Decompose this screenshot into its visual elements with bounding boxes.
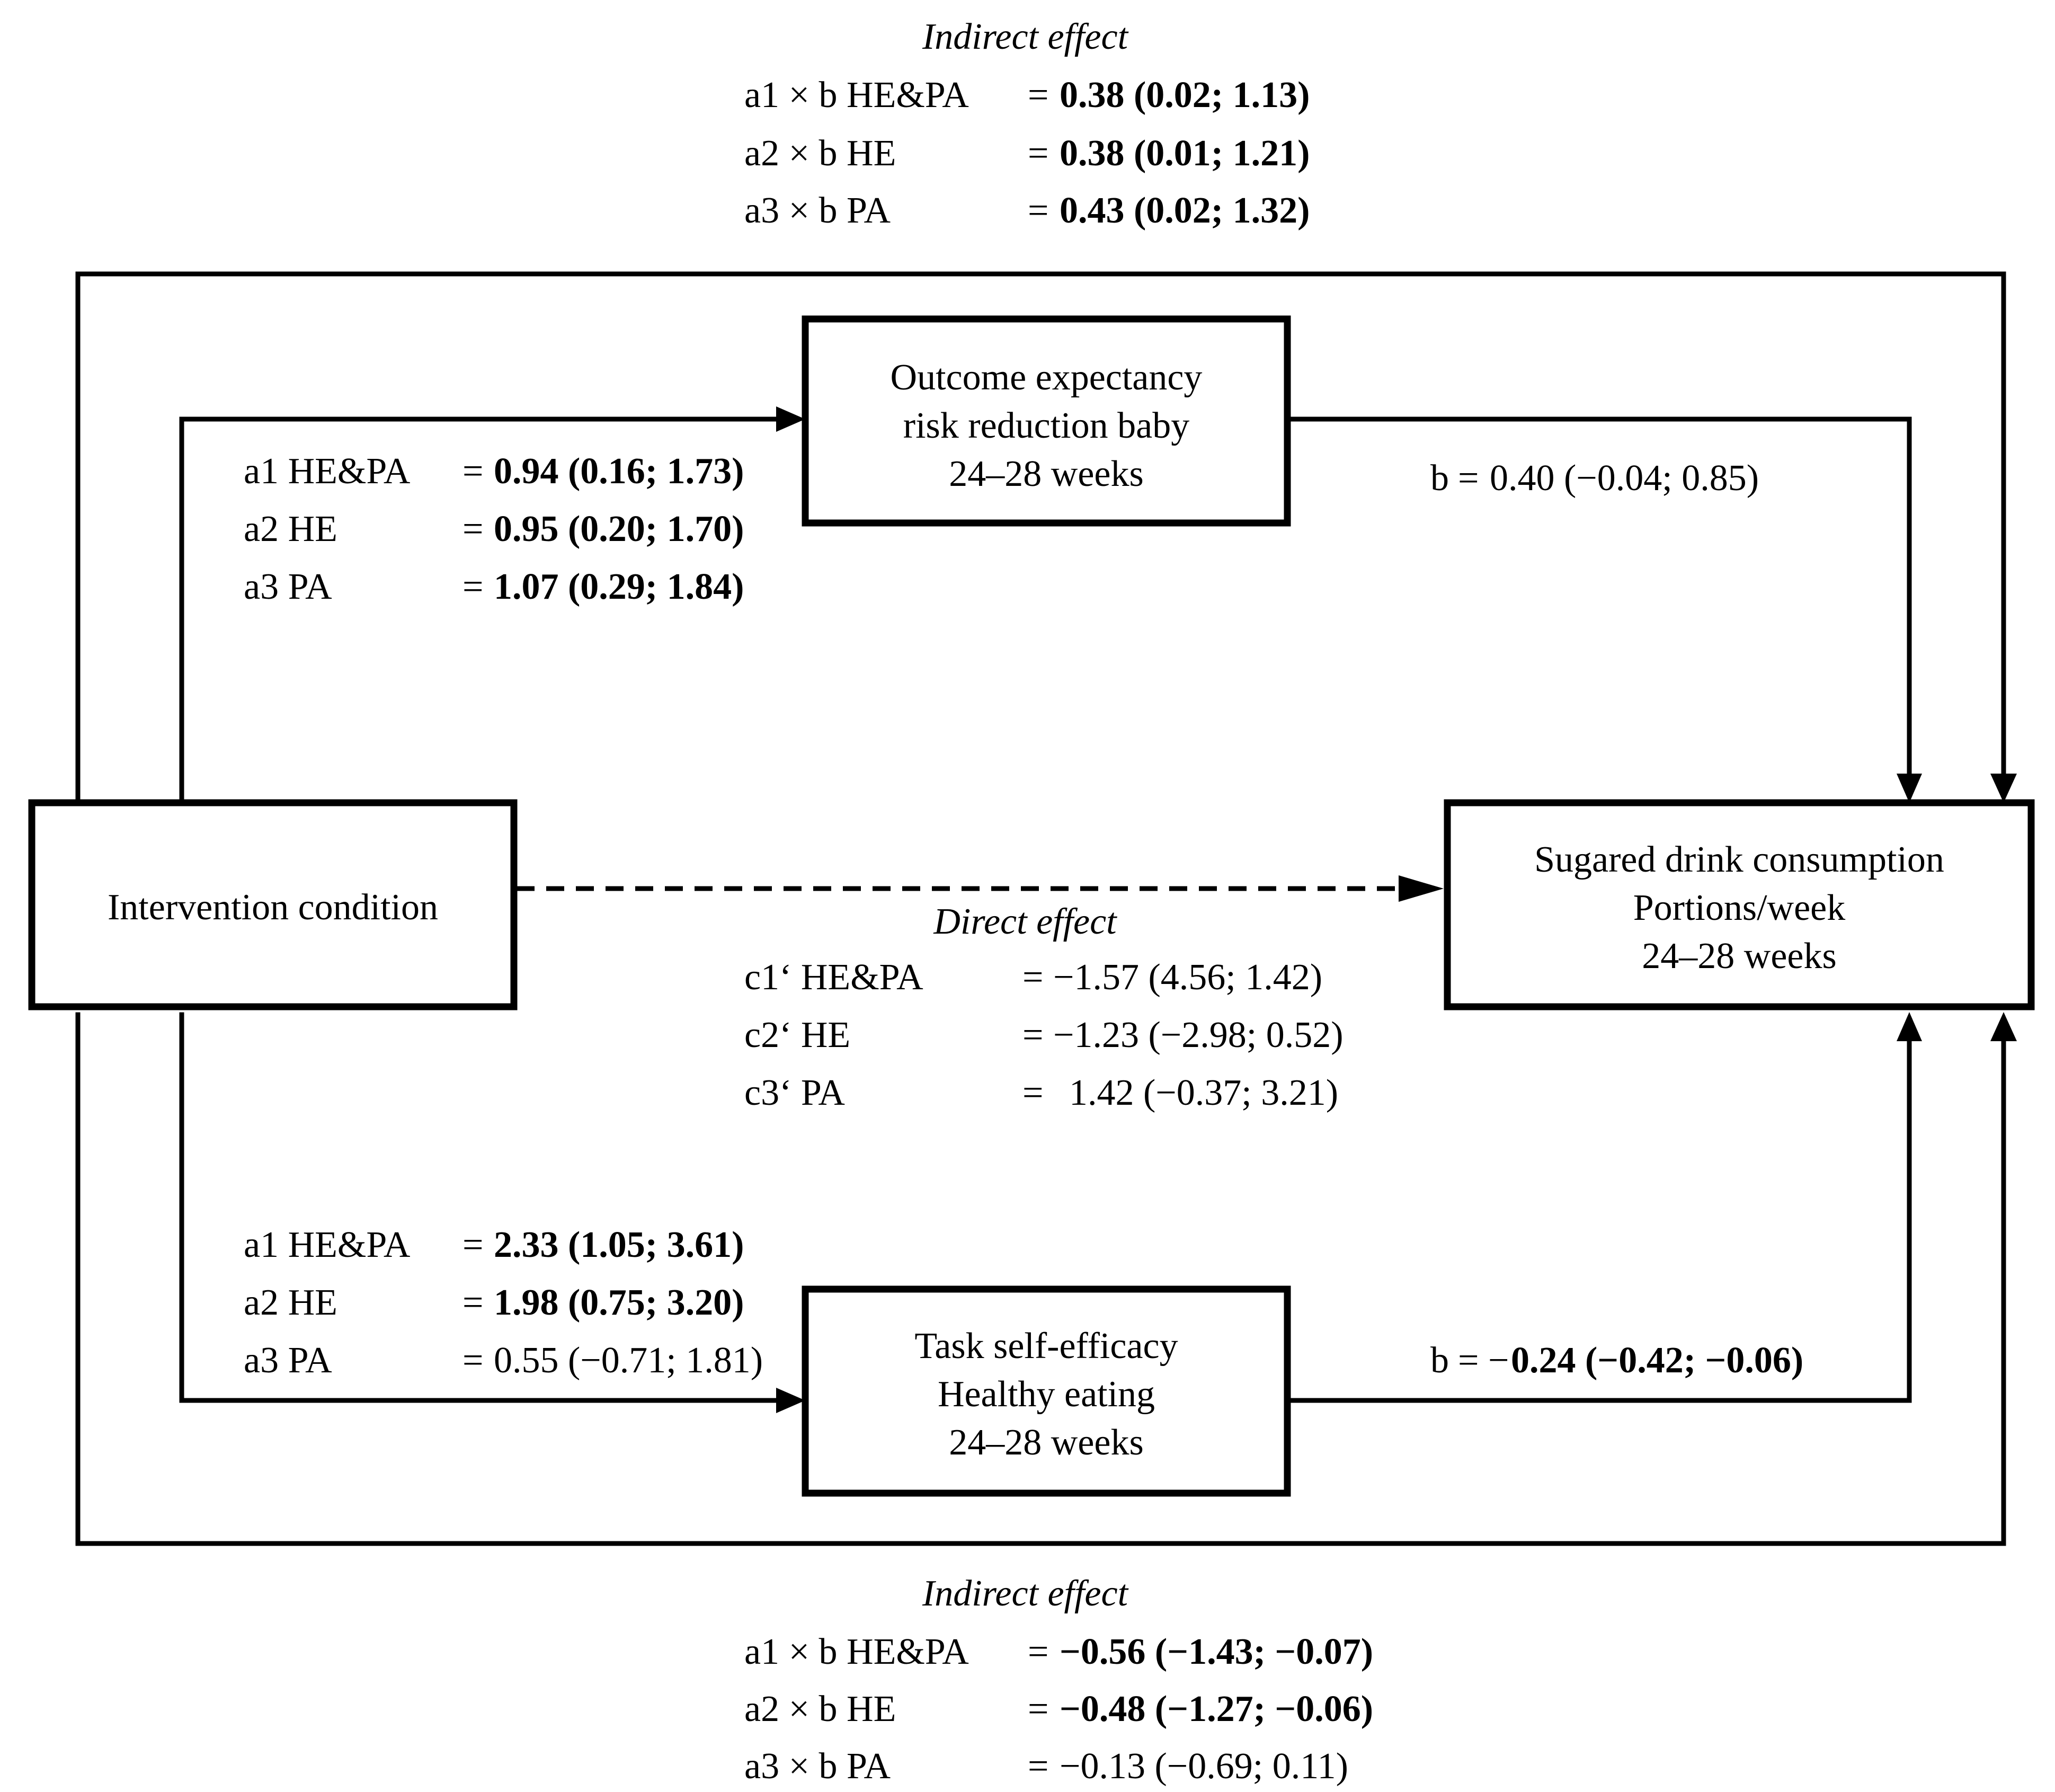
lower-a-eq-2: = [462, 1282, 483, 1323]
lower-a-value-1: 2.33 (1.05; 3.61) [494, 1225, 744, 1265]
upper-a-eq-1: = [462, 451, 483, 492]
upper-a-label-2: a2 HE [244, 509, 337, 549]
lower-a-value-2: 1.98 (0.75; 3.20) [494, 1282, 744, 1323]
sugared-drink-line-3: 24–28 weeks [1642, 936, 1836, 977]
bottom-indirect-eq-3: = [1028, 1746, 1048, 1787]
task-self-efficacy-box [802, 1285, 1291, 1497]
lower-a-label-3: a3 PA [244, 1340, 332, 1381]
sugared-drink-box [1444, 799, 2035, 1010]
top-indirect-value-1: 0.38 (0.02; 1.13) [1060, 75, 1310, 116]
upper-a-eq-3: = [462, 566, 483, 607]
top-indirect-label-3: a3 × b PA [744, 190, 891, 231]
task-self-efficacy-line-3: 24–28 weeks [949, 1422, 1143, 1463]
bottom-indirect-eq-1: = [1028, 1631, 1048, 1672]
lower-a-eq-3: = [462, 1340, 483, 1381]
outcome-expectancy-line-1: Outcome expectancy [891, 357, 1203, 398]
sugared-drink-line-1: Sugared drink consumption [1534, 839, 1944, 880]
top-indirect-title: Indirect effect [922, 16, 1129, 57]
outer-bottom-arrowhead [1990, 1012, 2017, 1041]
outer-bottom-path [75, 1012, 2006, 1546]
path-a-upper-arrowhead [776, 406, 805, 432]
top-indirect-label-1: a1 × b HE&PA [744, 75, 969, 116]
upper-a-eq-2: = [462, 509, 483, 549]
outer-top-path [75, 271, 2006, 805]
outcome-expectancy-line-2: risk reduction baby [903, 405, 1189, 446]
direct-value-2: −1.23 (−2.98; 0.52) [1053, 1015, 1344, 1055]
bottom-indirect-value-2: −0.48 (−1.27; −0.06) [1060, 1689, 1373, 1729]
direct-effect-arrowhead [1399, 875, 1444, 902]
bottom-indirect-eq-2: = [1028, 1689, 1048, 1729]
path-a-lower-line [179, 1012, 779, 1403]
upper-b-prefix: b [1430, 458, 1449, 499]
outer-top-arrowhead [1990, 774, 2017, 803]
direct-value-1: −1.57 (4.56; 1.42) [1053, 957, 1322, 998]
direct-effect-rows: c1‘ HE&PA = −1.57 (4.56; 1.42) c2‘ HE = … [744, 957, 1344, 1113]
task-self-efficacy-line-1: Task self-efficacy [914, 1326, 1178, 1367]
upper-b-coefficient: b = 0.40 (−0.04; 0.85) [1430, 458, 1759, 499]
lower-a-label-1: a1 HE&PA [244, 1225, 411, 1265]
lower-b-eq: = − [1458, 1340, 1509, 1381]
task-self-efficacy-line-2: Healthy eating [938, 1374, 1155, 1415]
top-indirect-rows: a1 × b HE&PA = 0.38 (0.02; 1.13) a2 × b … [744, 75, 1310, 231]
lower-a-eq-1: = [462, 1225, 483, 1265]
upper-a-label-3: a3 PA [244, 566, 332, 607]
top-indirect-eq-1: = [1028, 75, 1048, 116]
lower-a-label-2: a2 HE [244, 1282, 337, 1323]
direct-label-1: c1‘ HE&PA [744, 957, 923, 998]
top-indirect-label-2: a2 × b HE [744, 133, 896, 174]
bottom-indirect-value-1: −0.56 (−1.43; −0.07) [1060, 1631, 1373, 1672]
upper-b-value: 0.40 (−0.04; 0.85) [1490, 458, 1759, 499]
upper-a-value-3: 1.07 (0.29; 1.84) [494, 566, 744, 607]
upper-a-value-1: 0.94 (0.16; 1.73) [494, 451, 744, 492]
lower-a-coefficients: a1 HE&PA = 2.33 (1.05; 3.61) a2 HE = 1.9… [244, 1225, 763, 1381]
top-indirect-value-2: 0.38 (0.01; 1.21) [1060, 133, 1310, 174]
direct-value-3: 1.42 (−0.37; 3.21) [1069, 1072, 1338, 1113]
path-b-upper-line [1285, 416, 1912, 776]
direct-eq-3: = [1022, 1072, 1043, 1113]
bottom-indirect-label-3: a3 × b PA [744, 1746, 891, 1787]
top-indirect-value-3: 0.43 (0.02; 1.32) [1060, 190, 1310, 231]
direct-eq-1: = [1022, 957, 1043, 998]
sugared-drink-line-2: Portions/week [1633, 888, 1846, 928]
lower-b-coefficient: b = − 0.24 (−0.42; −0.06) [1430, 1340, 1803, 1381]
bottom-indirect-label-2: a2 × b HE [744, 1689, 896, 1729]
intervention-condition-box [28, 799, 518, 1010]
path-a-lower-arrowhead [776, 1388, 805, 1413]
lower-b-prefix: b [1430, 1340, 1449, 1381]
path-a-upper-line [179, 416, 779, 805]
bottom-indirect-rows: a1 × b HE&PA = −0.56 (−1.43; −0.07) a2 ×… [744, 1631, 1373, 1787]
outcome-expectancy-line-3: 24–28 weeks [949, 454, 1143, 494]
outcome-expectancy-box [802, 315, 1291, 527]
intervention-condition-label: Intervention condition [108, 887, 438, 928]
bottom-indirect-title: Indirect effect [922, 1573, 1129, 1614]
upper-a-label-1: a1 HE&PA [244, 451, 411, 492]
bottom-indirect-label-1: a1 × b HE&PA [744, 1631, 969, 1672]
lower-a-value-3: 0.55 (−0.71; 1.81) [494, 1340, 763, 1381]
top-indirect-eq-2: = [1028, 133, 1048, 174]
direct-effect-title: Direct effect [933, 901, 1117, 942]
lower-b-value: 0.24 (−0.42; −0.06) [1511, 1340, 1803, 1381]
direct-label-3: c3‘ PA [744, 1072, 845, 1113]
upper-b-eq: = [1458, 458, 1479, 499]
path-b-lower-arrowhead [1897, 1012, 1922, 1041]
bottom-indirect-value-3: −0.13 (−0.69; 0.11) [1060, 1746, 1348, 1787]
top-indirect-eq-3: = [1028, 190, 1048, 231]
path-b-upper-arrowhead [1897, 774, 1922, 803]
upper-a-value-2: 0.95 (0.20; 1.70) [494, 509, 744, 549]
path-b-lower-line [1285, 1039, 1912, 1403]
direct-label-2: c2‘ HE [744, 1015, 850, 1055]
upper-a-coefficients: a1 HE&PA = 0.94 (0.16; 1.73) a2 HE = 0.9… [244, 451, 744, 607]
direct-eq-2: = [1022, 1015, 1043, 1055]
